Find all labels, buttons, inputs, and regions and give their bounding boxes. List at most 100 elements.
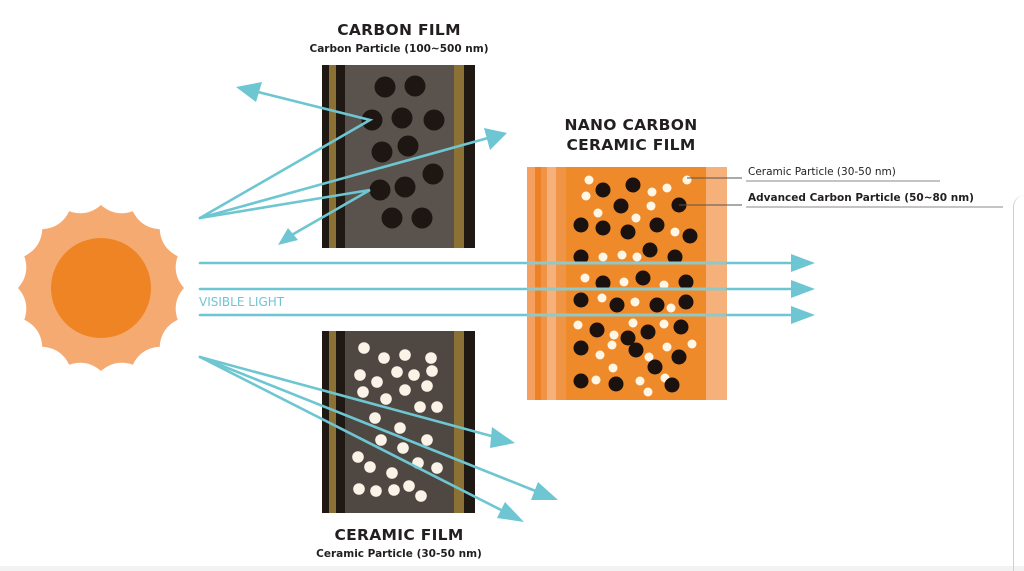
nano-particle [687,339,697,349]
ceramic-particle [421,380,433,392]
nano-particle [598,252,608,262]
carbon-particle [423,109,445,131]
carbon-film-subtitle: Carbon Particle (100~500 nm) [309,43,488,55]
nano-particle [642,242,658,258]
nano-particle [671,349,687,365]
nano-film-title-line2: CERAMIC FILM [566,136,695,154]
carbon-particle [374,76,396,98]
nano-particle [580,273,590,283]
nano-particle [646,201,656,211]
carbon-particle [381,207,403,229]
callout-advanced-carbon-particle: Advanced Carbon Particle (50~80 nm) [748,192,974,204]
ceramic-particle [375,434,387,446]
nano-particle [667,249,683,265]
nano-particle [617,250,627,260]
nano-particle [613,198,629,214]
ceramic-particle [358,342,370,354]
nano-particle [573,292,589,308]
nano-particle [597,293,607,303]
nano-particle [573,249,589,265]
nano-particle [666,303,676,313]
ceramic-particle [403,480,415,492]
carbon-particle [391,107,413,129]
ceramic-particle [364,461,376,473]
bottom-edge-bar [0,566,1024,571]
nano-particle [664,377,680,393]
nano-particle [573,340,589,356]
nano-particle [628,318,638,328]
ceramic-particle [386,467,398,479]
nano-particle [659,319,669,329]
carbon-film-title: CARBON FILM [337,21,461,39]
nano-particle [662,183,672,193]
ceramic-particle [397,442,409,454]
nano-particle [644,352,654,362]
nano-particle [581,191,591,201]
reflected-rays [198,82,507,245]
nano-particle [635,376,645,386]
ceramic-particle [426,365,438,377]
nano-particle [609,330,619,340]
carbon-particles [361,75,445,229]
ceramic-particle [380,393,392,405]
nano-particle [635,270,651,286]
nano-particle [573,320,583,330]
nano-particle [608,376,624,392]
ceramic-particle [421,434,433,446]
carbon-particle [371,141,393,163]
ceramic-film-panel: CERAMIC FILM Ceramic Particle (30-50 nm) [316,331,482,560]
nano-particle [595,182,611,198]
nano-particle [628,342,644,358]
nano-particle [682,228,698,244]
nano-particle [670,227,680,237]
carbon-particle [422,163,444,185]
nano-particle [607,340,617,350]
nano-particle [678,274,694,290]
nano-particle [640,324,656,340]
ceramic-film-title: CERAMIC FILM [334,526,463,544]
nano-particle [647,187,657,197]
ceramic-particle [352,451,364,463]
ceramic-particle [431,462,443,474]
carbon-particle [394,176,416,198]
nano-particle [573,373,589,389]
ceramic-particle [388,484,400,496]
nano-particle [593,208,603,218]
nano-particle [625,177,641,193]
sun-core [51,238,151,338]
transmitted-visible-light-rays: VISIBLE LIGHT [198,254,815,324]
ceramic-film-subtitle: Ceramic Particle (30-50 nm) [316,548,482,560]
nano-particle [620,330,636,346]
nano-particle [682,175,692,185]
nano-particle [631,213,641,223]
ceramic-particle [415,490,427,502]
ceramic-particle [357,386,369,398]
ceramic-particle [378,352,390,364]
nano-carbon-ceramic-film-panel: NANO CARBON CERAMIC FILM Ceramic Particl… [527,116,1003,400]
ceramic-particle [371,376,383,388]
nano-particle [632,252,642,262]
ceramic-passing-rays [198,355,558,522]
nano-particle [595,275,611,291]
nano-particle [620,224,636,240]
ceramic-particle [399,349,411,361]
nano-particle [589,322,605,338]
nano-particle [609,297,625,313]
ceramic-particle [425,352,437,364]
nano-particle [659,280,669,290]
side-panel-edge [1013,195,1024,571]
carbon-particle [404,75,426,97]
ceramic-particle [408,369,420,381]
nano-particle [673,319,689,335]
nano-particle [630,297,640,307]
ceramic-particle [369,412,381,424]
ceramic-particle [399,384,411,396]
ceramic-particle [394,422,406,434]
carbon-film-panel: CARBON FILM Carbon Particle (100~500 nm) [309,21,489,248]
callout-ceramic-particle: Ceramic Particle (30-50 nm) [748,166,896,178]
nano-particles [573,175,698,397]
nano-particle [595,220,611,236]
ceramic-particle [414,401,426,413]
carbon-particle [397,135,419,157]
